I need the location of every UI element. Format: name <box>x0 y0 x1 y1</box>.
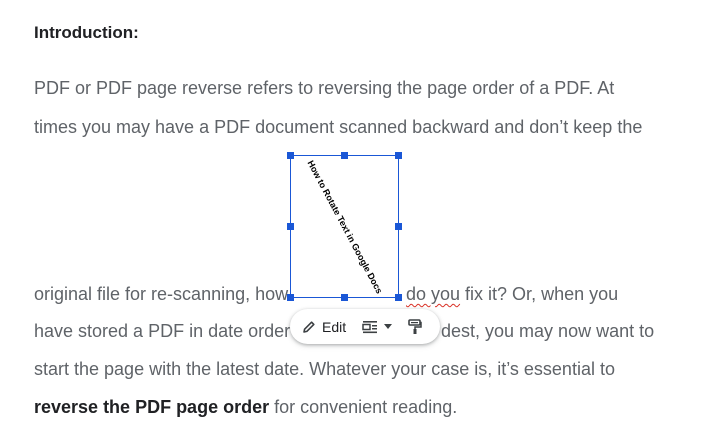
edit-button-label: Edit <box>322 318 347 335</box>
bold-phrase: reverse the PDF page order <box>34 397 270 417</box>
section-heading: Introduction: <box>34 23 139 42</box>
resize-handle-bottom-right[interactable] <box>395 294 402 301</box>
resize-handle-bottom-center[interactable] <box>341 294 348 301</box>
resize-handle-bottom-left[interactable] <box>287 294 294 301</box>
paint-format-icon <box>408 318 422 334</box>
paragraph-line-3-rest: fix it? Or, when you <box>460 284 619 304</box>
paragraph-line-6-rest: for convenient reading. <box>269 397 458 417</box>
paint-format-button[interactable] <box>396 309 430 344</box>
resize-handle-middle-right[interactable] <box>395 223 402 230</box>
paragraph-line-4-left: have stored a PDF in date order <box>34 321 291 341</box>
resize-handle-middle-left[interactable] <box>287 223 294 230</box>
paragraph-line-6: reverse the PDF page order for convenien… <box>34 395 457 419</box>
chevron-down-icon <box>384 324 393 329</box>
paragraph-line-3-right: do you fix it? Or, when you <box>406 282 618 306</box>
spellcheck-word[interactable]: do you <box>406 284 461 304</box>
paragraph-line-3-left: original file for re-scanning, how <box>34 284 289 304</box>
wrap-text-icon <box>362 320 378 333</box>
paragraph-line-4-right: dest, you may now want to <box>441 321 655 341</box>
wrap-text-dropdown[interactable] <box>354 309 396 344</box>
resize-handle-top-center[interactable] <box>341 152 348 159</box>
rotated-drawing-text: How to Rotate Text in Google Docs <box>305 158 384 295</box>
drawing-floating-toolbar: Edit <box>290 309 440 344</box>
resize-handle-top-left[interactable] <box>287 152 294 159</box>
edit-button[interactable]: Edit <box>290 309 354 344</box>
pencil-icon <box>303 320 315 333</box>
paragraph-line-2: times you may have a PDF document scanne… <box>34 117 643 137</box>
resize-handle-top-right[interactable] <box>395 152 402 159</box>
paragraph-line-1: PDF or PDF page reverse refers to revers… <box>34 78 615 98</box>
selected-drawing[interactable]: How to Rotate Text in Google Docs <box>287 152 402 301</box>
paragraph-line-5: start the page with the latest date. Wha… <box>34 359 615 379</box>
